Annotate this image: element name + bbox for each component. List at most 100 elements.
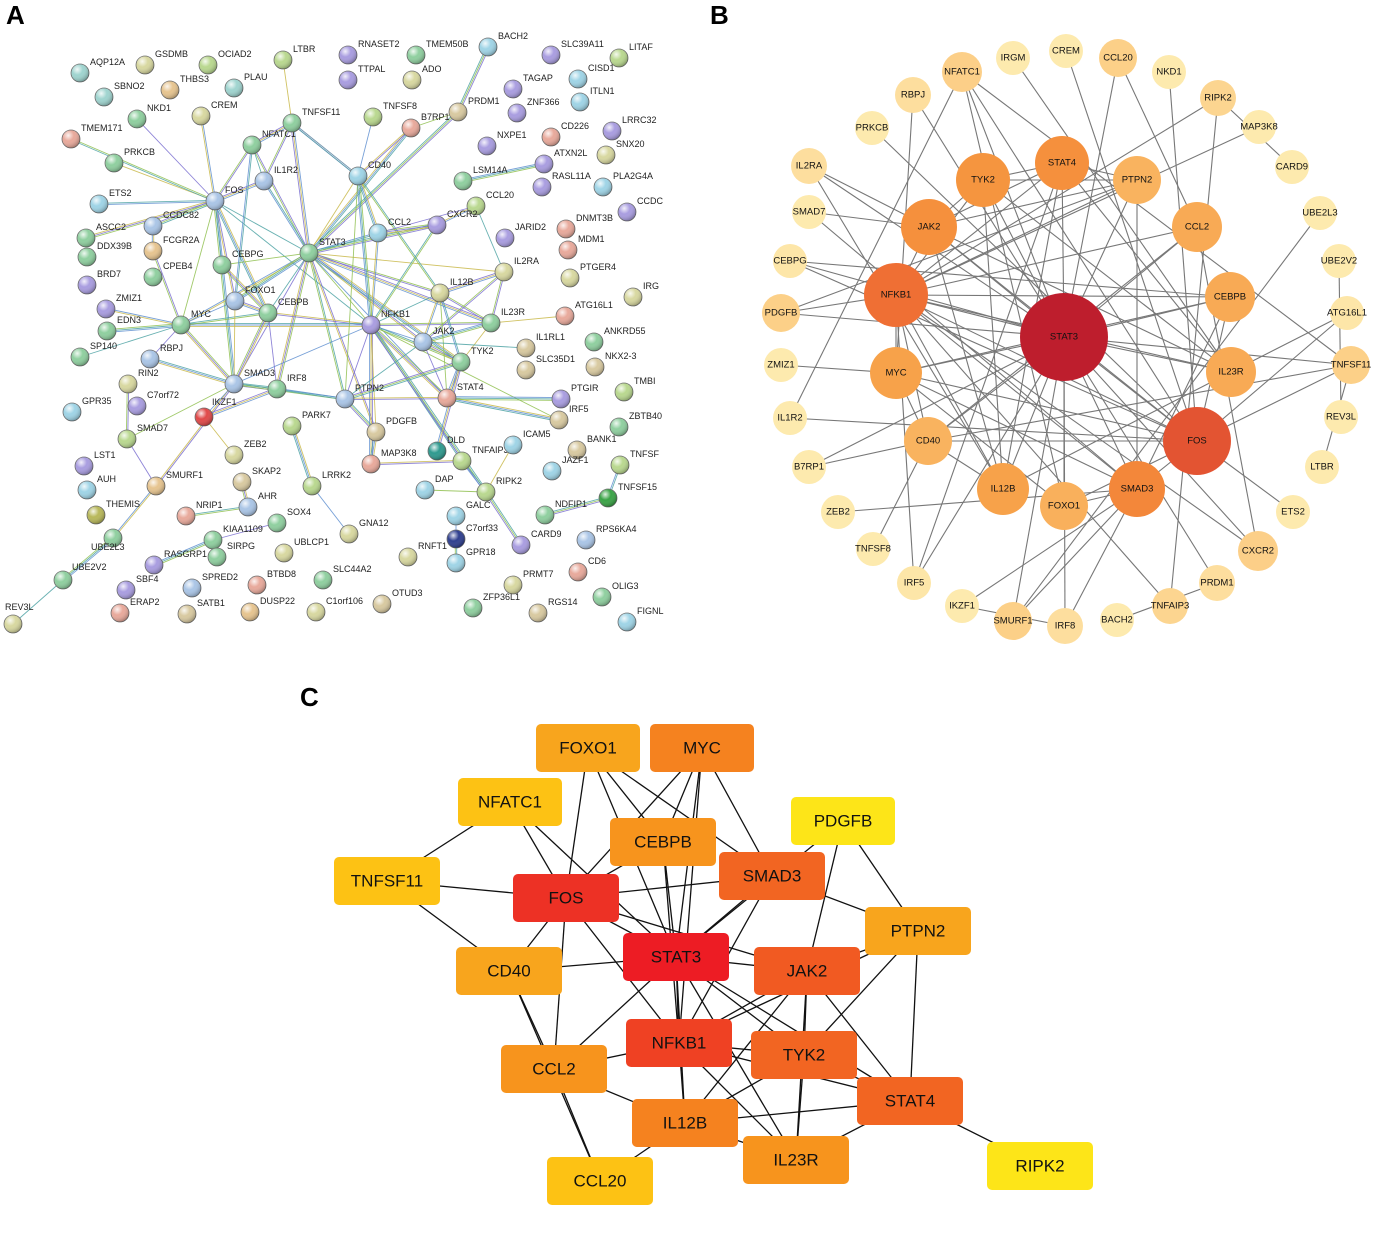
hub-node-nfatc1[interactable]: NFATC1	[942, 52, 982, 92]
string-node-lrrc32[interactable]: LRRC32	[602, 115, 657, 141]
hub-node-ccl2[interactable]: CCL2	[1172, 202, 1222, 252]
top-node-tnfsf11[interactable]: TNFSF11	[334, 857, 440, 905]
string-node-plau[interactable]: PLAU	[224, 72, 268, 98]
string-node-rin2[interactable]: RIN2	[118, 368, 159, 394]
top-node-foxo1[interactable]: FOXO1	[536, 724, 640, 772]
hub-node-prdm1[interactable]: PRDM1	[1199, 565, 1235, 601]
string-node-sirpg[interactable]: SIRPG	[207, 541, 255, 567]
string-node-zmiz1[interactable]: ZMIZ1	[96, 293, 142, 319]
string-node-slc35d1[interactable]: SLC35D1	[516, 354, 575, 380]
string-node-b7rp1[interactable]: B7RP1	[401, 112, 450, 138]
string-node-ptgir[interactable]: PTGIR	[551, 383, 599, 409]
top-node-il23r[interactable]: IL23R	[743, 1136, 849, 1184]
string-node-ccl20[interactable]: CCL20	[466, 190, 514, 216]
string-node-ccdc82[interactable]: CCDC82	[143, 210, 199, 236]
string-node-bank1[interactable]: BANK1	[567, 434, 617, 460]
string-node-il12b[interactable]: IL12B	[430, 277, 474, 303]
string-node-ccl2[interactable]: CCL2	[368, 217, 411, 243]
string-node-jazf1[interactable]: JAZF1	[542, 455, 589, 481]
string-node-ado[interactable]: ADO	[402, 64, 442, 90]
hub-node-ube2v2[interactable]: UBE2V2	[1321, 244, 1357, 278]
hub-node-nkd1[interactable]: NKD1	[1152, 55, 1186, 89]
hub-node-tnfaip3[interactable]: TNFAIP3	[1151, 588, 1190, 624]
hub-node-ptpn2[interactable]: PTPN2	[1113, 156, 1161, 204]
hub-node-rev3l[interactable]: REV3L	[1324, 400, 1358, 434]
string-node-rasl11a[interactable]: RASL11A	[532, 171, 591, 197]
string-node-gsdmb[interactable]: GSDMB	[135, 49, 188, 75]
string-node-ndfip1[interactable]: NDFIP1	[535, 499, 587, 525]
string-node-sbf4[interactable]: SBF4	[116, 574, 159, 600]
hub-node-irf5[interactable]: IRF5	[897, 566, 931, 600]
hub-node-cxcr2[interactable]: CXCR2	[1238, 531, 1278, 571]
string-node-nkd1[interactable]: NKD1	[127, 103, 171, 129]
string-node-dnmt3b[interactable]: DNMT3B	[556, 213, 613, 239]
hub-node-nfkb1[interactable]: NFKB1	[864, 263, 928, 327]
string-node-sp140[interactable]: SP140	[70, 341, 117, 367]
top-node-cebpb[interactable]: CEBPB	[610, 818, 716, 866]
string-node-btbd8[interactable]: BTBD8	[247, 569, 296, 595]
hub-node-smad3[interactable]: SMAD3	[1109, 461, 1165, 517]
string-node-cd226[interactable]: CD226	[541, 121, 589, 147]
string-node-dld[interactable]: DLD	[427, 435, 466, 461]
string-node-tmem171[interactable]: TMEM171	[61, 123, 123, 149]
string-node-nkx2-3[interactable]: NKX2-3	[585, 351, 637, 377]
string-node-tmbi[interactable]: TMBI	[614, 376, 656, 402]
string-node-cpeb4[interactable]: CPEB4	[143, 261, 193, 287]
string-node-thbs3[interactable]: THBS3	[160, 74, 209, 100]
string-node-ddx39b[interactable]: DDX39B	[77, 241, 132, 267]
string-node-auh[interactable]: AUH	[77, 474, 116, 500]
hub-node-ripk2[interactable]: RIPK2	[1200, 80, 1236, 116]
string-node-ccdc[interactable]: CCDC	[617, 196, 663, 222]
hub-node-stat4[interactable]: STAT4	[1035, 136, 1089, 190]
hub-node-cd40[interactable]: CD40	[904, 417, 952, 465]
string-node-pla2g4a[interactable]: PLA2G4A	[593, 171, 653, 197]
string-node-olig3[interactable]: OLIG3	[592, 581, 639, 607]
string-node-smurf1[interactable]: SMURF1	[146, 470, 203, 496]
hub-node-zmiz1[interactable]: ZMIZ1	[764, 348, 798, 382]
top-node-myc[interactable]: MYC	[650, 724, 754, 772]
hub-node-foxo1[interactable]: FOXO1	[1040, 482, 1088, 530]
hub-node-il1r2[interactable]: IL1R2	[773, 401, 807, 435]
string-node-galc[interactable]: GALC	[446, 500, 491, 526]
hub-node-ccl20[interactable]: CCL20	[1099, 39, 1137, 77]
top-node-stat4[interactable]: STAT4	[857, 1077, 963, 1125]
top-node-ccl2[interactable]: CCL2	[501, 1045, 607, 1093]
string-node-c1orf106[interactable]: C1orf106	[306, 596, 363, 622]
string-node-themis[interactable]: THEMIS	[86, 499, 140, 525]
string-node-gpr18[interactable]: GPR18	[446, 547, 496, 573]
string-node-fignl[interactable]: FIGNL	[617, 606, 664, 632]
string-node-tmem50b[interactable]: TMEM50B	[406, 39, 469, 65]
top-node-ccl20[interactable]: CCL20	[547, 1157, 653, 1205]
string-node-mdm1[interactable]: MDM1	[558, 234, 605, 260]
hub-node-map3k8[interactable]: MAP3K8	[1240, 110, 1278, 144]
string-node-tnfaip3[interactable]: TNFAIP3	[452, 445, 509, 471]
string-node-cd40[interactable]: CD40	[348, 160, 391, 186]
string-node-lst1[interactable]: LST1	[74, 450, 116, 476]
hub-node-rbpj[interactable]: RBPJ	[895, 77, 931, 113]
string-node-ociad2[interactable]: OCIAD2	[198, 49, 252, 75]
string-node-ltbr[interactable]: LTBR	[273, 44, 316, 70]
string-node-aqp12a[interactable]: AQP12A	[70, 57, 125, 83]
string-node-rnft1[interactable]: RNFT1	[398, 541, 447, 567]
top-node-fos[interactable]: FOS	[513, 874, 619, 922]
string-node-tnfsf15[interactable]: TNFSF15	[598, 482, 657, 508]
string-node-jak2[interactable]: JAK2	[413, 326, 455, 352]
string-node-park7[interactable]: PARK7	[282, 410, 331, 436]
string-node-tagap[interactable]: TAGAP	[503, 73, 553, 99]
top-node-ripk2[interactable]: RIPK2	[987, 1142, 1093, 1190]
string-node-stat3[interactable]: STAT3	[299, 237, 346, 263]
hub-node-cebpg[interactable]: CEBPG	[773, 244, 807, 278]
string-node-c7orf33[interactable]: C7orf33	[446, 523, 498, 549]
hub-node-myc[interactable]: MYC	[870, 347, 922, 399]
string-node-rev3l[interactable]: REV3L	[3, 602, 34, 634]
string-node-rbpj[interactable]: RBPJ	[140, 343, 183, 369]
string-node-dusp22[interactable]: DUSP22	[240, 596, 295, 622]
string-node-nfatc1[interactable]: NFATC1	[242, 129, 296, 155]
string-node-gpr35[interactable]: GPR35	[62, 396, 112, 422]
hub-node-crem[interactable]: CREM	[1049, 34, 1083, 68]
hub-node-il23r[interactable]: IL23R	[1206, 347, 1256, 397]
string-node-spred2[interactable]: SPRED2	[182, 572, 238, 598]
top-node-stat3[interactable]: STAT3	[623, 933, 729, 981]
string-node-fcgr2a[interactable]: FCGR2A	[143, 235, 200, 261]
string-node-card9[interactable]: CARD9	[511, 529, 562, 555]
